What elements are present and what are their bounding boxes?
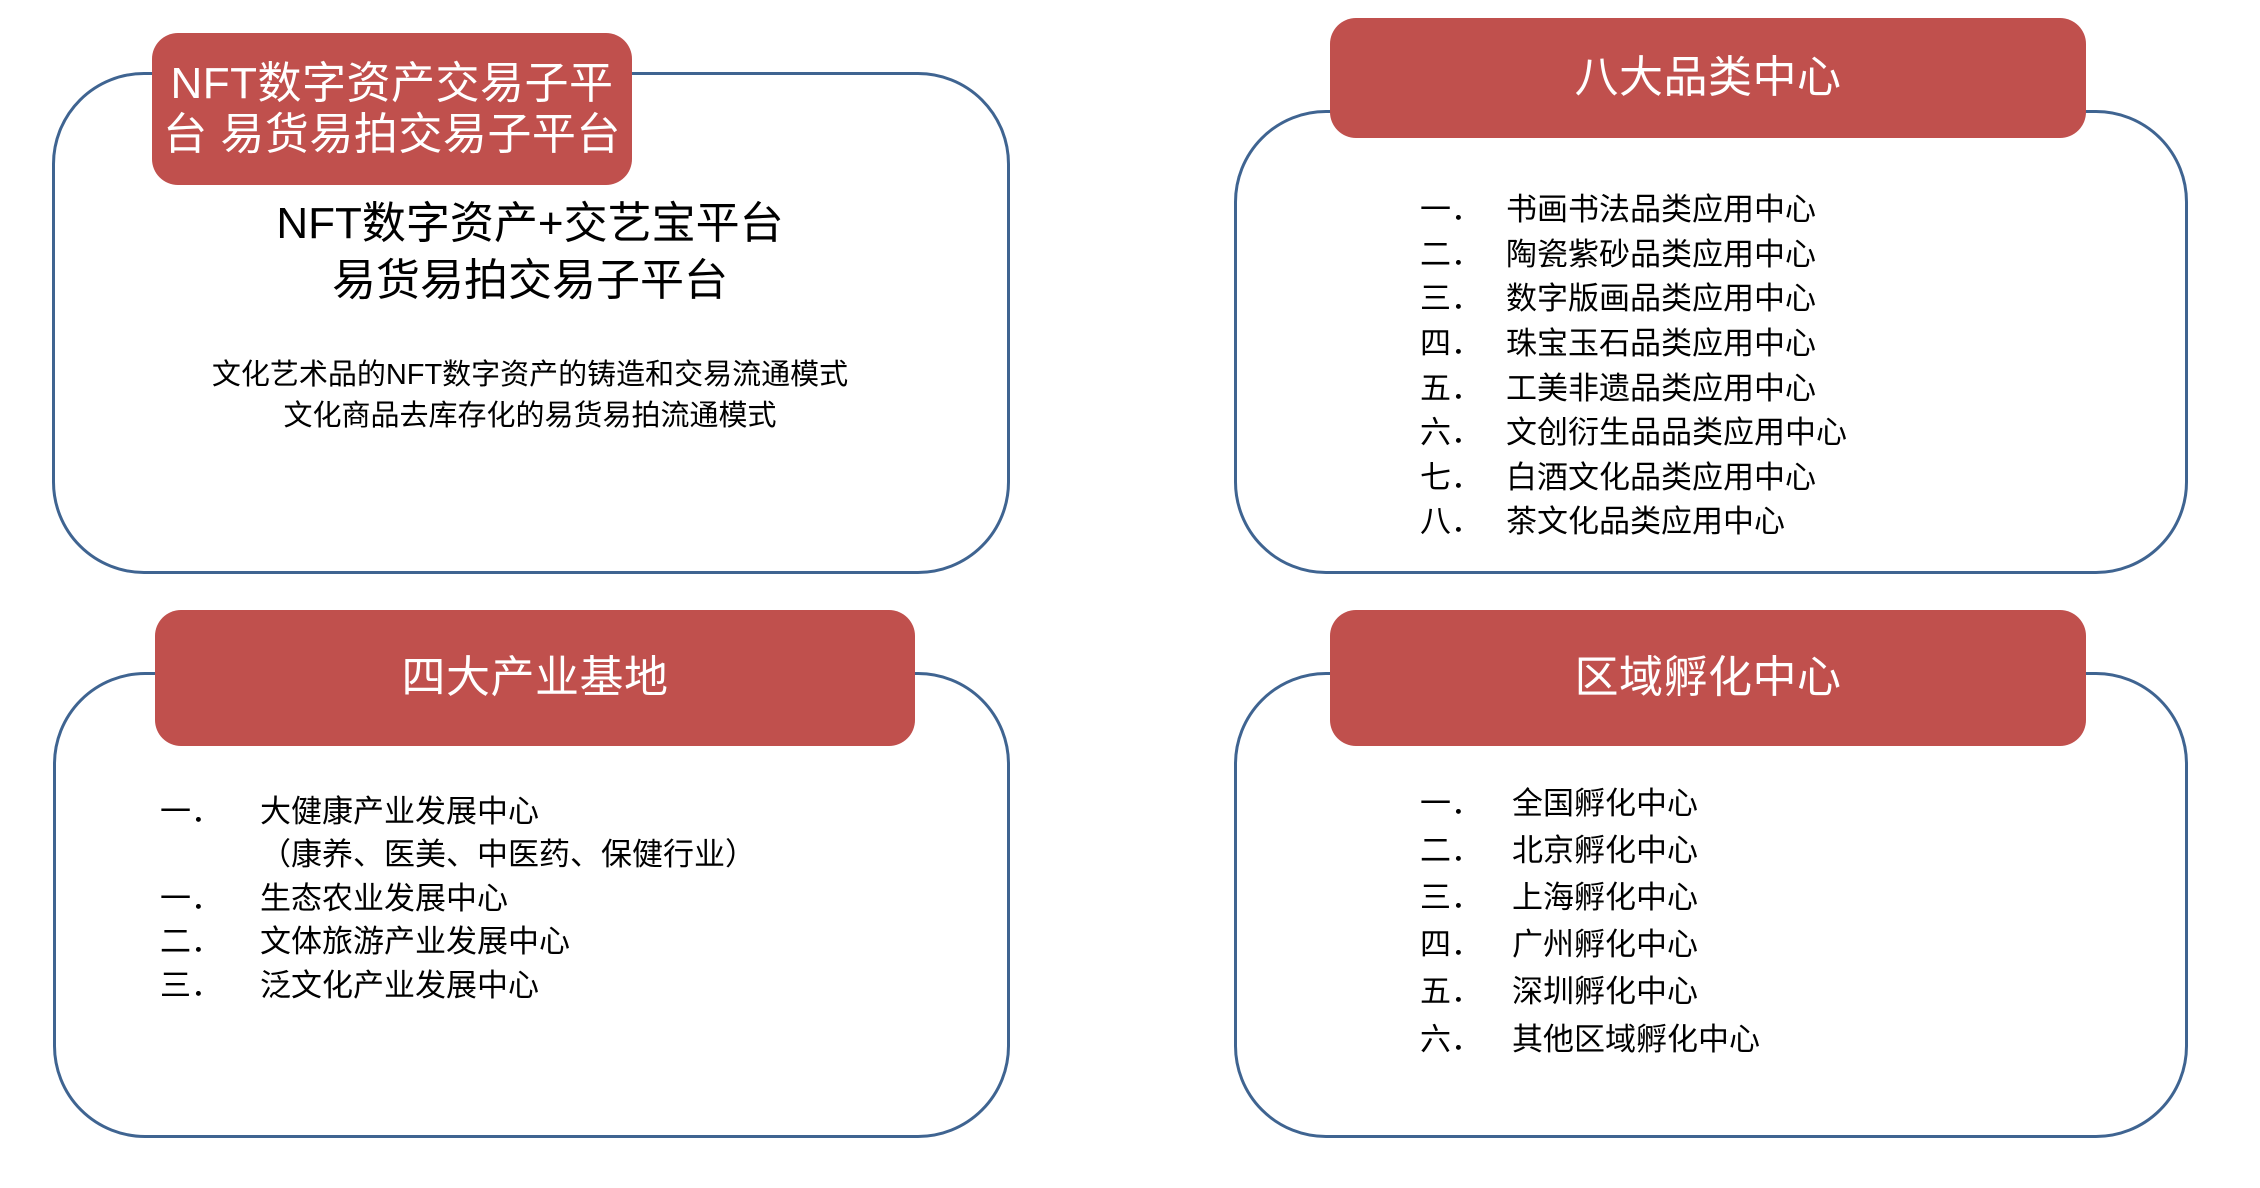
list-item: 一． 大健康产业发展中心 （康养、医美、中医药、保健行业） (160, 790, 920, 877)
card-four-industry-bases-header: 四大产业基地 (155, 610, 915, 746)
list-item-label: 书画书法品类应用中心 (1506, 192, 1816, 227)
list-item-marker: 四． (1420, 325, 1482, 361)
list-item-label: 广州孵化中心 (1512, 927, 1698, 963)
list-item: 二． 陶瓷紫砂品类应用中心 (1420, 233, 2120, 278)
list-item-label: 北京孵化中心 (1512, 833, 1698, 869)
list-item: 二． 北京孵化中心 (1420, 827, 2120, 874)
list-item-marker: 三． (1420, 281, 1482, 317)
list-item-marker: 八． (1420, 504, 1482, 540)
list-item-marker: 六． (1420, 1021, 1482, 1057)
list-item-label: 珠宝玉石品类应用中心 (1506, 325, 1816, 361)
list-item-label: 文体旅游产业发展中心 (260, 924, 570, 960)
list-item-marker: 五． (1420, 974, 1482, 1010)
list-item: 四． 珠宝玉石品类应用中心 (1420, 322, 2120, 367)
list-item-label: 大健康产业发展中心 （康养、医美、中医药、保健行业） (260, 794, 756, 873)
list-item-marker: 一． (1420, 786, 1482, 821)
list-item: 一． 全国孵化中心 (1420, 780, 2120, 827)
list-item-marker: 二． (160, 924, 222, 960)
list-item: 一． 书画书法品类应用中心 (1420, 188, 2120, 233)
list-item-marker: 一． (160, 794, 222, 829)
list-item: 三． 泛文化产业发展中心 (160, 964, 920, 1007)
list-item-marker: 一． (1420, 192, 1482, 227)
list-item-marker: 三． (1420, 880, 1482, 916)
card-four-industry-bases-content: 一． 大健康产业发展中心 （康养、医美、中医药、保健行业） 一． 生态农业发展中… (160, 790, 920, 1007)
card-regional-incubation-centers-header: 区域孵化中心 (1330, 610, 2086, 746)
list-item-label: 数字版画品类应用中心 (1506, 281, 1816, 317)
list-item: 六． 文创衍生品品类应用中心 (1420, 411, 2120, 456)
list-item-label: 文创衍生品品类应用中心 (1506, 415, 1847, 451)
list-item-marker: 五． (1420, 370, 1482, 406)
list-item: 三． 数字版画品类应用中心 (1420, 277, 2120, 322)
list-item: 二． 文体旅游产业发展中心 (160, 920, 920, 963)
list-item: 三． 上海孵化中心 (1420, 874, 2120, 921)
eight-category-centers-list: 一． 书画书法品类应用中心 二． 陶瓷紫砂品类应用中心 三． 数字版画品类应用中… (1420, 188, 2120, 545)
list-item-label: 陶瓷紫砂品类应用中心 (1506, 236, 1816, 272)
list-item-marker: 七． (1420, 459, 1482, 495)
card-eight-category-centers-body (1234, 110, 2188, 574)
list-item-marker: 一． (160, 880, 222, 916)
list-item-marker: 二． (1420, 236, 1482, 272)
nft-platform-lead-text: NFT数字资产+交艺宝平台 易货易拍交易子平台 (276, 199, 784, 306)
list-item: 五． 深圳孵化中心 (1420, 968, 2120, 1015)
list-item: 六． 其他区域孵化中心 (1420, 1016, 2120, 1063)
list-item-label: 泛文化产业发展中心 (260, 967, 539, 1003)
list-item-label: 上海孵化中心 (1512, 880, 1698, 916)
list-item-label: 其他区域孵化中心 (1512, 1021, 1760, 1057)
card-nft-platform-header: NFT数字资产交易子平台 易货易拍交易子平台 (152, 33, 632, 185)
card-regional-incubation-centers-body (1234, 672, 2188, 1138)
list-item: 七． 白酒文化品类应用中心 (1420, 456, 2120, 501)
list-item-label: 深圳孵化中心 (1512, 974, 1698, 1010)
list-item-label: 生态农业发展中心 (260, 880, 508, 916)
card-eight-category-centers-content: 一． 书画书法品类应用中心 二． 陶瓷紫砂品类应用中心 三． 数字版画品类应用中… (1420, 188, 2120, 545)
list-item: 五． 工美非遗品类应用中心 (1420, 367, 2120, 412)
list-item-marker: 四． (1420, 927, 1482, 963)
regional-incubation-centers-list: 一． 全国孵化中心 二． 北京孵化中心 三． 上海孵化中心 四． 广州孵化中心 … (1420, 780, 2120, 1063)
nft-platform-description-text: 文化艺术品的NFT数字资产的铸造和交易流通模式 文化商品去库存化的易货易拍流通模… (211, 359, 849, 432)
list-item: 一． 生态农业发展中心 (160, 877, 920, 920)
list-item-label: 白酒文化品类应用中心 (1506, 459, 1816, 495)
card-regional-incubation-centers-content: 一． 全国孵化中心 二． 北京孵化中心 三． 上海孵化中心 四． 广州孵化中心 … (1420, 780, 2120, 1063)
card-four-industry-bases-body (53, 672, 1010, 1138)
list-item-label: 茶文化品类应用中心 (1506, 504, 1785, 540)
card-nft-platform-content: NFT数字资产+交艺宝平台 易货易拍交易子平台 文化艺术品的NFT数字资产的铸造… (60, 195, 1000, 495)
list-item-marker: 二． (1420, 833, 1482, 869)
list-item-marker: 三． (160, 967, 222, 1003)
list-item-label: 工美非遗品类应用中心 (1506, 370, 1816, 406)
list-item-label: 全国孵化中心 (1512, 786, 1698, 821)
four-industry-bases-list: 一． 大健康产业发展中心 （康养、医美、中医药、保健行业） 一． 生态农业发展中… (160, 790, 920, 1007)
list-item: 四． 广州孵化中心 (1420, 921, 2120, 968)
list-item-marker: 六． (1420, 415, 1482, 451)
list-item: 八． 茶文化品类应用中心 (1420, 500, 2120, 545)
card-eight-category-centers-header: 八大品类中心 (1330, 18, 2086, 138)
